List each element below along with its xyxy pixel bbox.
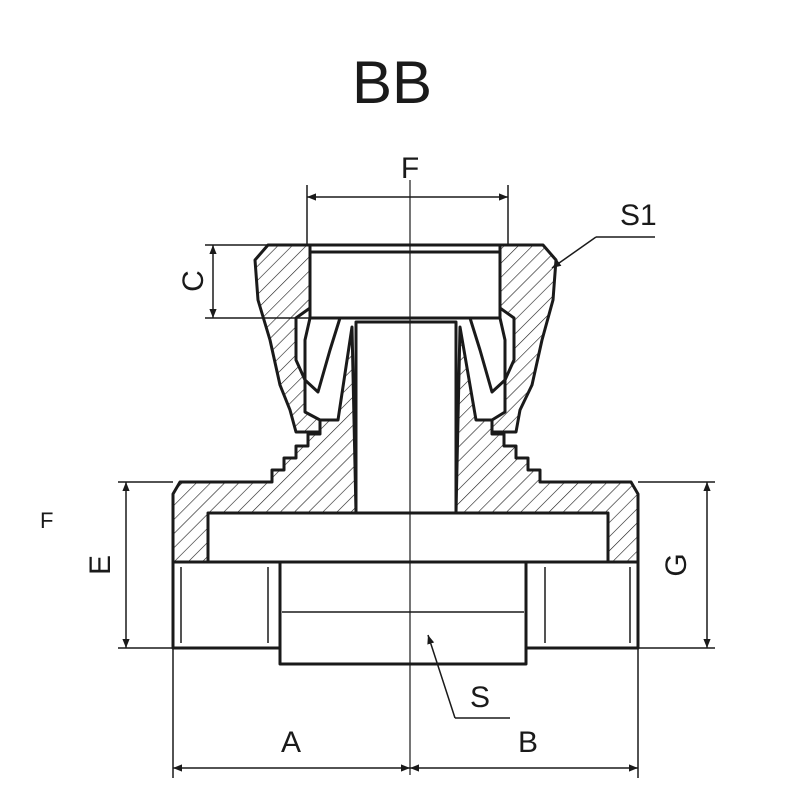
hatched-wall-right — [454, 325, 640, 564]
drawing-title: BB — [352, 49, 432, 116]
label-s1: S1 — [620, 199, 657, 232]
sleeve-left — [303, 316, 342, 394]
dimension-s1: S1 — [551, 199, 657, 269]
body-hex — [278, 560, 528, 666]
stray-mark: F — [40, 508, 53, 533]
dimension-e: E — [84, 481, 173, 649]
sleeve-right — [468, 316, 507, 394]
label-c: C — [177, 270, 210, 292]
dimension-f: F — [306, 152, 509, 245]
nut-opening — [308, 250, 502, 320]
dimension-c: C — [177, 244, 310, 319]
label-e: E — [84, 555, 117, 575]
dimension-s: S — [427, 634, 510, 719]
hatched-wall-left — [171, 325, 358, 564]
label-f: F — [401, 152, 419, 185]
swivel-nut — [253, 243, 558, 434]
dimension-a-b: A B — [172, 648, 639, 778]
left-thread — [171, 560, 282, 650]
right-thread — [524, 560, 640, 650]
horizontal-bore — [206, 511, 610, 564]
tee-body — [171, 320, 640, 666]
vertical-bore — [354, 320, 458, 515]
dimension-g: G — [638, 481, 715, 649]
label-a: A — [281, 726, 301, 759]
label-g: G — [660, 553, 693, 576]
label-b: B — [518, 726, 538, 759]
label-s: S — [470, 681, 490, 714]
